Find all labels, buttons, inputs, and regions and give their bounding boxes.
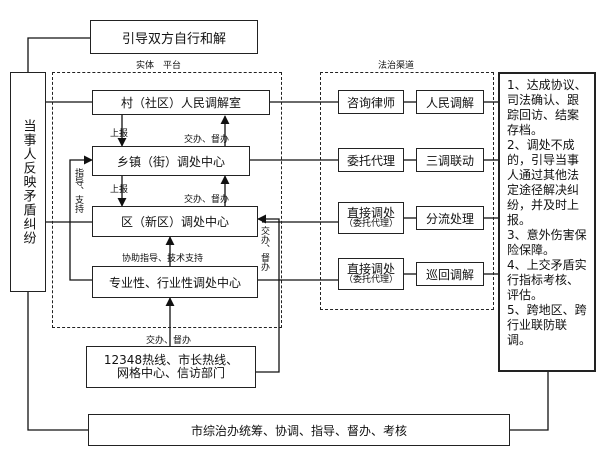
report-label-2: 上报 [110, 185, 129, 195]
legal-row4-right: 巡回调解 [425, 267, 474, 282]
legal-row1-left: 咨询律师 [346, 95, 395, 110]
legal-people-mediation-box: 人民调解 [416, 90, 484, 114]
legal-direct-handle-box-1: 直接调处 （委托代理） [338, 202, 404, 234]
legal-three-mediation-box: 三调联动 [416, 148, 484, 172]
bottom-to-notes-line [510, 372, 549, 431]
legal-row2-left: 委托代理 [346, 153, 395, 168]
note-5: 5、跨地区、跨行业联防联调。 [507, 303, 587, 347]
district-mediation-center-box: 区（新区）调处中心 [92, 206, 258, 237]
note-4: 4、上交矛盾实行指标考核、评估。 [507, 258, 587, 302]
bottom-box-label: 市综治办统筹、协调、指导、督办、考核 [190, 423, 407, 438]
industry-mediation-center-box: 专业性、行业性调处中心 [92, 266, 258, 298]
legal-row3-left: 直接调处 [346, 205, 395, 220]
party-report-conflict-box: 当事人反映矛盾纠纷 [10, 72, 46, 292]
entity-platform-label: 实体 平台 [136, 61, 182, 71]
village-mediation-room-box: 村（社区）人民调解室 [92, 90, 270, 115]
legal-row4-left-sub: （委托代理） [343, 274, 398, 285]
assign-supervise-label-3: 交办、督办 [146, 336, 192, 346]
town-mediation-center-box: 乡镇（街）调处中心 [92, 146, 250, 176]
report-label-1: 上报 [110, 129, 129, 139]
legal-channel-frame [320, 72, 494, 310]
entity-platform-frame [52, 72, 282, 328]
legal-row3-right: 分流处理 [425, 211, 474, 226]
hotline-line1: 12348热线、市长热线、 [103, 353, 239, 368]
legal-row1-right: 人民调解 [425, 95, 474, 110]
industry-label: 专业性、行业性调处中心 [108, 275, 241, 290]
note-3: 3、意外伤害保险保障。 [507, 228, 587, 257]
legal-entrust-agent-box: 委托代理 [338, 148, 404, 172]
village-label: 村（社区）人民调解室 [120, 96, 241, 110]
legal-consult-lawyer-box: 咨询律师 [338, 90, 404, 114]
guide-support-label: 指导、支持 [73, 168, 83, 213]
note-2: 2、调处不成的，引导当事人通过其他法定途径解决纠纷，并及时上报。 [507, 138, 580, 227]
assign-supervise-label-2: 交办、督办 [184, 195, 230, 205]
assign-supervise-vertical-label: 交办、督办 [259, 226, 269, 271]
district-label: 区（新区）调处中心 [120, 215, 229, 229]
assign-supervise-label-1: 交办、督办 [184, 135, 230, 145]
left-to-bottom-line [27, 292, 88, 431]
top-to-left-line [27, 37, 90, 72]
legal-row3-left-sub: （委托代理） [343, 218, 398, 229]
hotline-line2: 网格中心、信访部门 [116, 366, 225, 380]
legal-row2-right: 三调联动 [425, 153, 474, 168]
guide-self-reconcile-box: 引导双方自行和解 [90, 20, 258, 54]
town-label: 乡镇（街）调处中心 [116, 154, 225, 169]
legal-channel-label: 法治渠道 [378, 61, 415, 71]
legal-direct-handle-box-2: 直接调处 （委托代理） [338, 258, 404, 290]
top-box-label: 引导双方自行和解 [121, 31, 226, 47]
industry-to-town-line [69, 155, 93, 281]
city-coordination-box: 市综治办统筹、协调、指导、督办、考核 [88, 414, 510, 446]
left-box-label: 当事人反映矛盾纠纷 [20, 119, 36, 245]
hotline-box: 12348热线、市长热线、 网格中心、信访部门 [86, 346, 256, 388]
outcome-notes-box: 1、达成协议、司法确认、跟踪回访、结案存档。 2、调处不成的，引导当事人通过其他… [498, 72, 596, 372]
legal-row4-left: 直接调处 [346, 261, 395, 276]
legal-circuit-mediation-box: 巡回调解 [416, 262, 484, 286]
assist-guide-label: 协助指导、技术支持 [122, 254, 204, 264]
hotline-to-district-line [256, 214, 280, 373]
note-1: 1、达成协议、司法确认、跟踪回访、结案存档。 [507, 78, 587, 137]
legal-divert-handle-box: 分流处理 [416, 206, 484, 230]
